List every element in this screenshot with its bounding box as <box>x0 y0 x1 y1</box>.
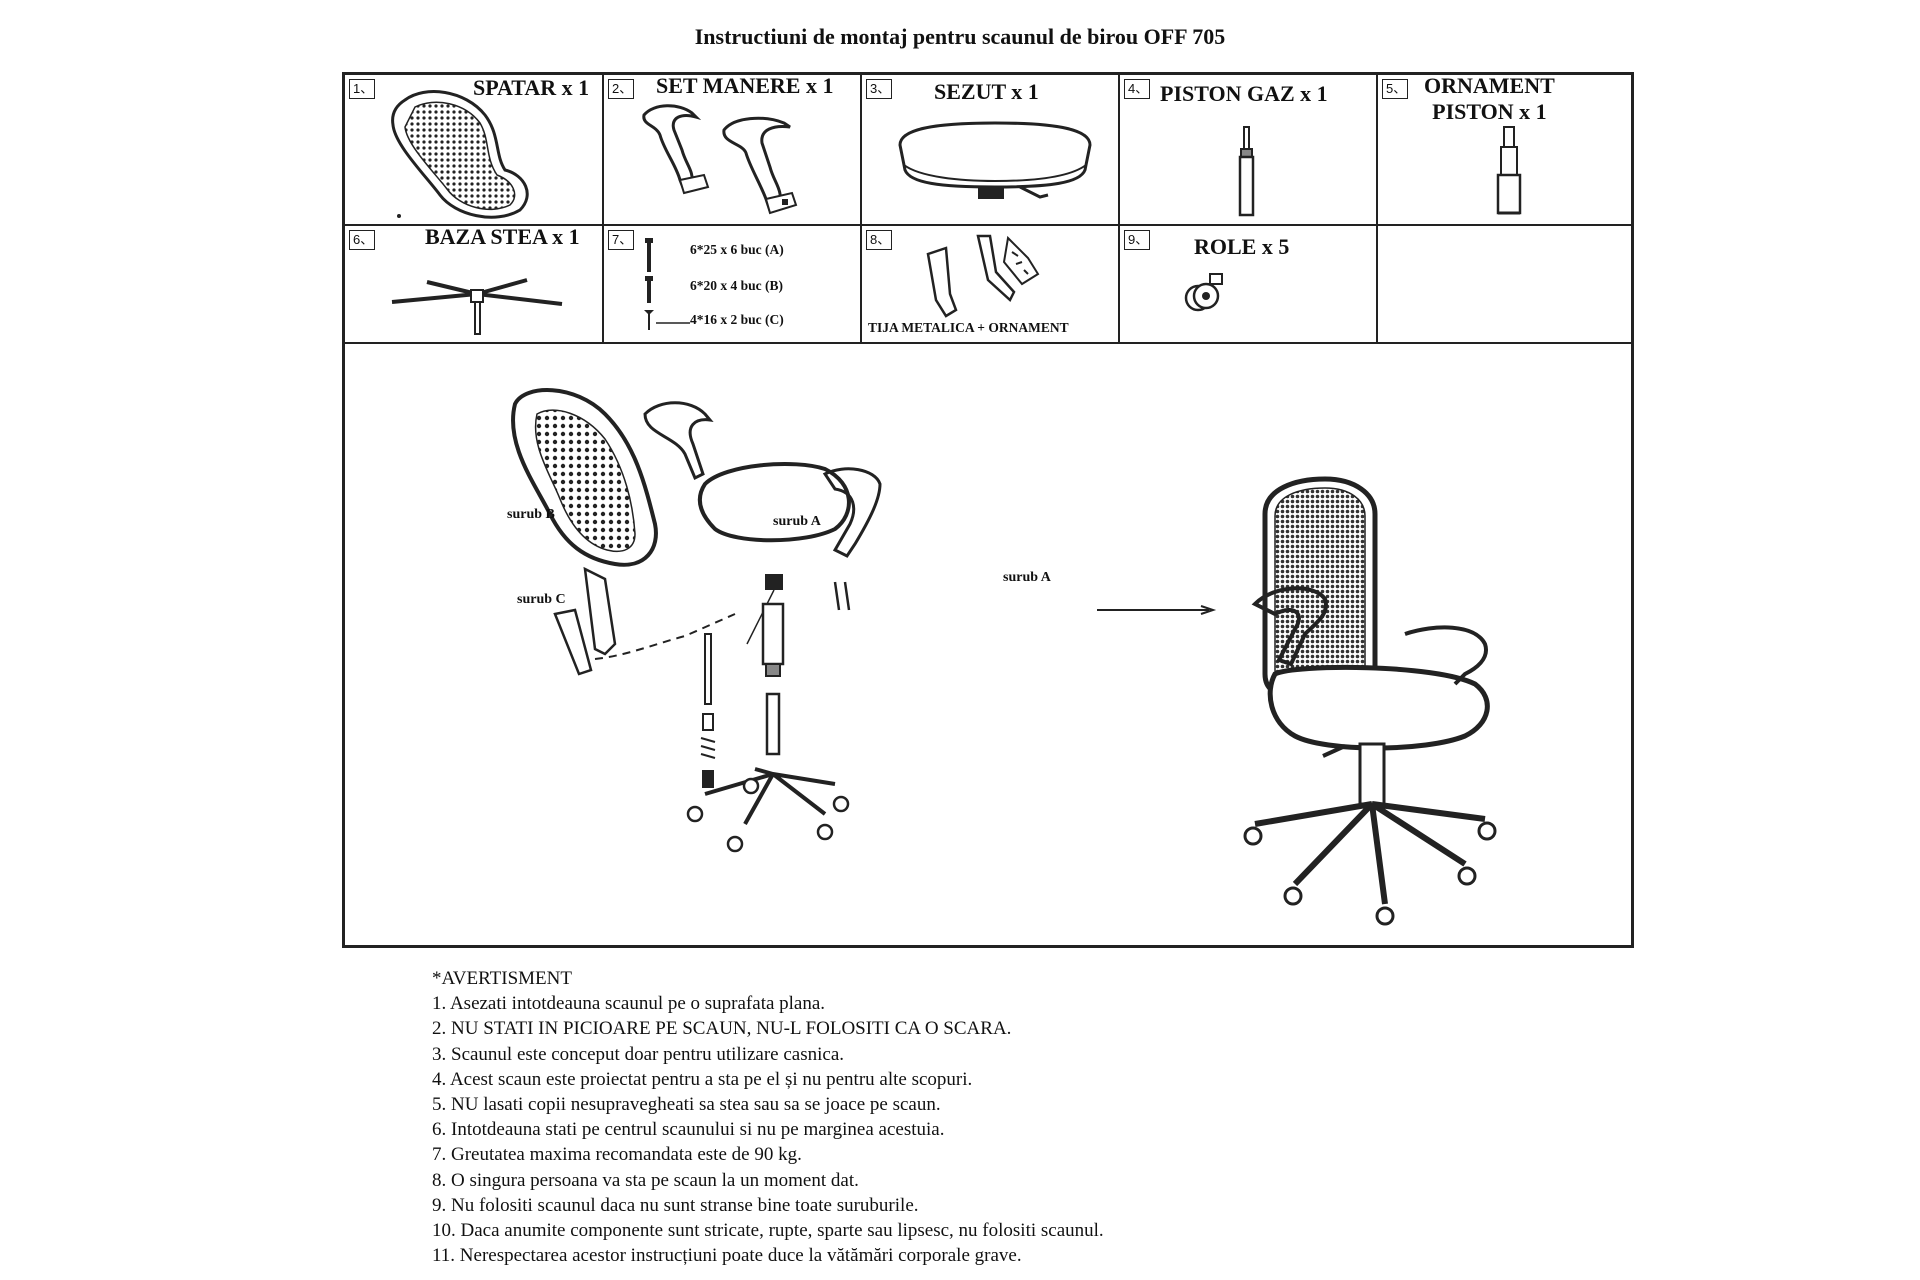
backrest-icon <box>391 90 529 219</box>
warning-item: 10. Daca anumite componente sunt stricat… <box>432 1220 1104 1242</box>
screw-b-callout: surub B <box>507 507 555 522</box>
screw-c-icon <box>644 310 654 330</box>
warning-item: 4. Acest scaun este proiectat pentru a s… <box>432 1068 973 1090</box>
warning-item: 9. Nu folositi scaunul daca nu sunt stra… <box>432 1194 919 1216</box>
screw-b-label: 6*20 x 4 buc (B) <box>690 278 784 293</box>
piston-cover-icon <box>1496 126 1522 215</box>
part-number: 8、 <box>866 230 892 250</box>
part-number: 9、 <box>1124 230 1150 250</box>
part-label: ROLE x 5 <box>1194 234 1290 259</box>
part-label-line2: PISTON x 1 <box>1432 99 1547 124</box>
part-cell-8: 8、 TIJA METALICA + ORNAMENT <box>862 226 1120 344</box>
seat-icon <box>898 121 1092 199</box>
part-cell-2: 2、 SET MANERE x 1 <box>604 73 862 226</box>
document-title: Instructiuni de montaj pentru scaunul de… <box>694 24 1226 49</box>
warning-item: 8. O singura persoana va sta pe scaun la… <box>432 1169 859 1191</box>
part-number: 6、 <box>349 230 375 250</box>
screw-a-right-callout: surub A <box>1003 570 1051 585</box>
assembly-frame: 1、 SPATAR x 1 2、 SET MANERE x 1 3、 SEZUT… <box>342 72 1634 948</box>
caster-wheel-icon <box>1184 273 1223 312</box>
part-label-line1: ORNAMENT <box>1424 73 1555 98</box>
exploded-chair-drawing <box>511 388 882 853</box>
part-number: 5、 <box>1382 79 1408 99</box>
screw-b-icon <box>645 276 653 303</box>
part-label: BAZA STEA x 1 <box>425 224 580 249</box>
screw-c-callout: surub C <box>517 592 566 607</box>
part-cell-1: 1、 SPATAR x 1 <box>345 75 604 226</box>
assembly-diagram: surub B surub C surub A surub A <box>345 344 1631 945</box>
warning-item: 1. Asezati intotdeauna scaunul pe o supr… <box>432 993 826 1015</box>
warning-item: 3. Scaunul este conceput doar pentru uti… <box>432 1043 845 1065</box>
warning-item: 5. NU lasati copii nesupravegheati sa st… <box>432 1094 941 1116</box>
part-number: 1、 <box>349 79 375 99</box>
warning-item: 6. Intotdeauna stati pe centrul scaunulu… <box>432 1119 945 1141</box>
part-cell-9: 9、 ROLE x 5 <box>1120 226 1378 344</box>
part-label: TIJA METALICA + ORNAMENT <box>868 320 1069 335</box>
part-cell-5: 5、 ORNAMENT PISTON x 1 <box>1378 73 1631 226</box>
star-base-icon <box>391 278 563 335</box>
screw-a-label: 6*25 x 6 buc (A) <box>690 242 784 257</box>
gas-piston-icon <box>1238 126 1255 217</box>
screw-c-label: 4*16 x 2 buc (C) <box>690 312 784 327</box>
part-number: 3、 <box>866 79 892 99</box>
part-label: SEZUT x 1 <box>934 79 1039 104</box>
part-cell-4: 4、 PISTON GAZ x 1 <box>1120 75 1378 226</box>
part-label: SPATAR x 1 <box>473 75 590 100</box>
part-number: 7、 <box>608 230 634 250</box>
screw-a-top-callout: surub A <box>773 514 821 529</box>
part-cell-empty <box>1378 226 1631 344</box>
warning-item: 11. Nerespectarea acestor instrucțiuni p… <box>432 1245 1022 1267</box>
part-label: SET MANERE x 1 <box>656 73 834 98</box>
screw-a-icon <box>645 238 653 272</box>
metal-rod-icon <box>926 234 1040 318</box>
warning-item: 7. Greutatea maxima recomandata este de … <box>432 1144 802 1166</box>
part-cell-3: 3、 SEZUT x 1 <box>862 75 1120 226</box>
warnings-section: *AVERTISMENT 1. Asezati intotdeauna scau… <box>432 966 1104 1268</box>
armrest-set-icon <box>642 104 798 215</box>
part-cell-6: 6、 BAZA STEA x 1 <box>345 224 604 344</box>
part-number: 4、 <box>1124 79 1150 99</box>
warnings-heading: *AVERTISMENT <box>432 968 572 989</box>
part-number: 2、 <box>608 79 634 99</box>
warning-item: 2. NU STATI IN PICIOARE PE SCAUN, NU-L F… <box>432 1018 1012 1040</box>
assembled-chair-drawing <box>1243 476 1497 926</box>
assembly-arrow-icon <box>1097 605 1217 615</box>
part-cell-7: 7、 6*25 x 6 buc (A) 6*20 x 4 buc (B) 4*1… <box>604 226 862 344</box>
arrow-icon <box>656 322 690 324</box>
part-label: PISTON GAZ x 1 <box>1160 81 1328 106</box>
part-label: ORNAMENT PISTON x 1 <box>1424 73 1555 125</box>
